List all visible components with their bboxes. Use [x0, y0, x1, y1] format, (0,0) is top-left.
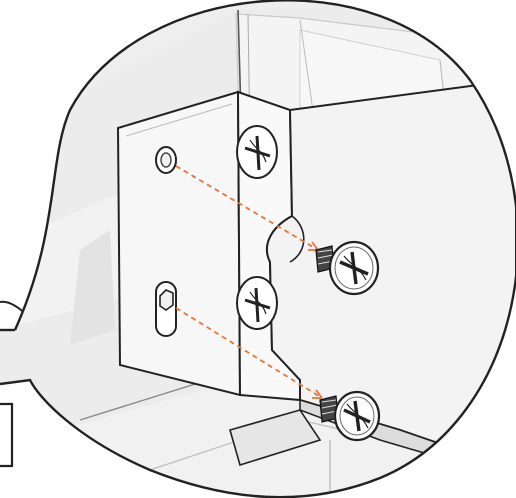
hex-slot-hole [155, 281, 177, 337]
screw-lower [319, 390, 381, 442]
external-bracket-fragment [0, 402, 14, 468]
base-rail [229, 409, 322, 467]
installed-screw-lower [236, 276, 278, 330]
assembly-arrow-lower [175, 307, 323, 399]
round-hole [155, 146, 177, 174]
mounting-bracket [116, 90, 242, 397]
screw-upper [315, 240, 380, 296]
installed-screw-upper [236, 125, 278, 179]
